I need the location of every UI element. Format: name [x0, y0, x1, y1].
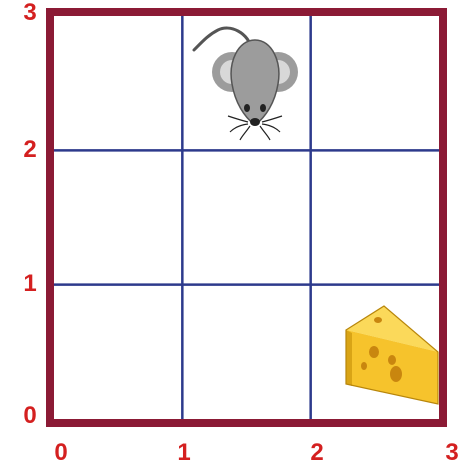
x-axis-label-3: 3: [441, 441, 463, 465]
mouse-icon[interactable]: [188, 22, 298, 140]
cheese-icon[interactable]: [338, 300, 442, 408]
y-axis-label-3: 3: [19, 1, 41, 25]
y-axis-label-0: 0: [19, 404, 41, 428]
x-axis-label-1: 1: [173, 441, 195, 465]
y-axis-label-2: 2: [19, 138, 41, 162]
x-axis-label-2: 2: [306, 441, 328, 465]
x-axis-label-0: 0: [50, 441, 72, 465]
y-axis-label-1: 1: [19, 272, 41, 296]
